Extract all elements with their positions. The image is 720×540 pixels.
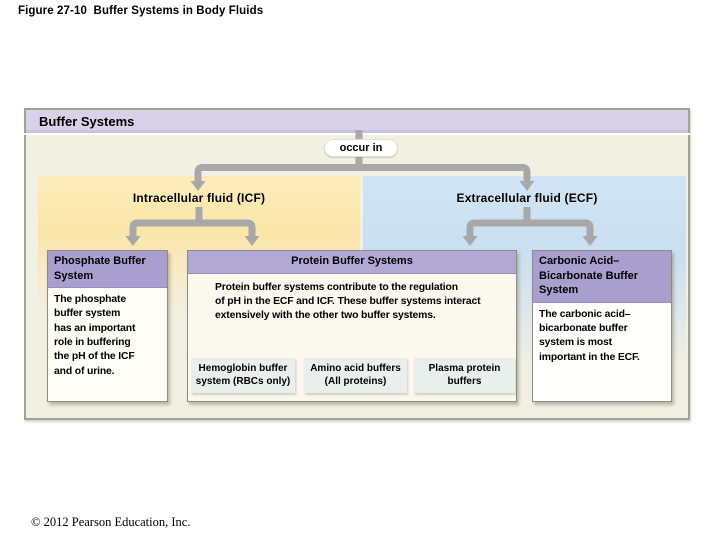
body-line: buffer system	[54, 308, 121, 320]
protein-box-header: Protein Buffer Systems	[188, 251, 516, 274]
body-line: The phosphate	[54, 294, 126, 306]
carbonic-acid-bicarbonate-box: Carbonic Acid–Bicarbonate Buffer System …	[532, 250, 672, 402]
body-line: has an important	[54, 322, 136, 334]
hemoglobin-buffer-subbox: Hemoglobin buffer system (RBCs only)	[191, 358, 295, 393]
body-line: role in buffering	[54, 337, 131, 349]
phosphate-buffer-box: Phosphate Buffer System The phosphate bu…	[47, 250, 168, 402]
carbonic-box-body: The carbonic acid– bicarbonate buffer sy…	[533, 303, 671, 365]
ecf-label: Extracellular fluid (ECF)	[456, 191, 598, 205]
phosphate-box-body: The phosphate buffer system has an impor…	[48, 288, 167, 379]
body-line: Protein buffer systems contribute to the…	[215, 281, 458, 293]
copyright-notice: © 2012 Pearson Education, Inc.	[31, 515, 191, 529]
body-line: and of urine.	[54, 365, 115, 377]
carbonic-box-header: Carbonic Acid–Bicarbonate Buffer System	[533, 251, 671, 303]
body-line: important in the ECF.	[539, 351, 640, 363]
figure-title: Figure 27-10 Buffer Systems in Body Flui…	[18, 5, 264, 17]
body-line: system is most	[539, 337, 612, 349]
occur-in-label: occur in	[324, 139, 398, 157]
body-line: of pH in the ECF and ICF. These buffer s…	[215, 295, 481, 307]
protein-box-body: Protein buffer systems contribute to the…	[188, 274, 516, 324]
protein-buffer-box: Protein Buffer Systems Protein buffer sy…	[187, 250, 517, 402]
body-line: extensively with the other two buffer sy…	[215, 310, 436, 322]
icf-label: Intracellular fluid (ICF)	[132, 191, 266, 205]
amino-acid-buffers-subbox: Amino acid buffers (All proteins)	[304, 358, 407, 393]
diagram-title-bar: Buffer Systems	[24, 108, 690, 133]
plasma-protein-buffers-subbox: Plasma protein buffers	[414, 358, 515, 393]
phosphate-box-header: Phosphate Buffer System	[48, 251, 167, 289]
body-line: bicarbonate buffer	[539, 322, 628, 334]
body-line: the pH of the ICF	[54, 351, 135, 363]
body-line: The carbonic acid–	[539, 308, 631, 320]
diagram-title: Buffer Systems	[39, 114, 135, 129]
